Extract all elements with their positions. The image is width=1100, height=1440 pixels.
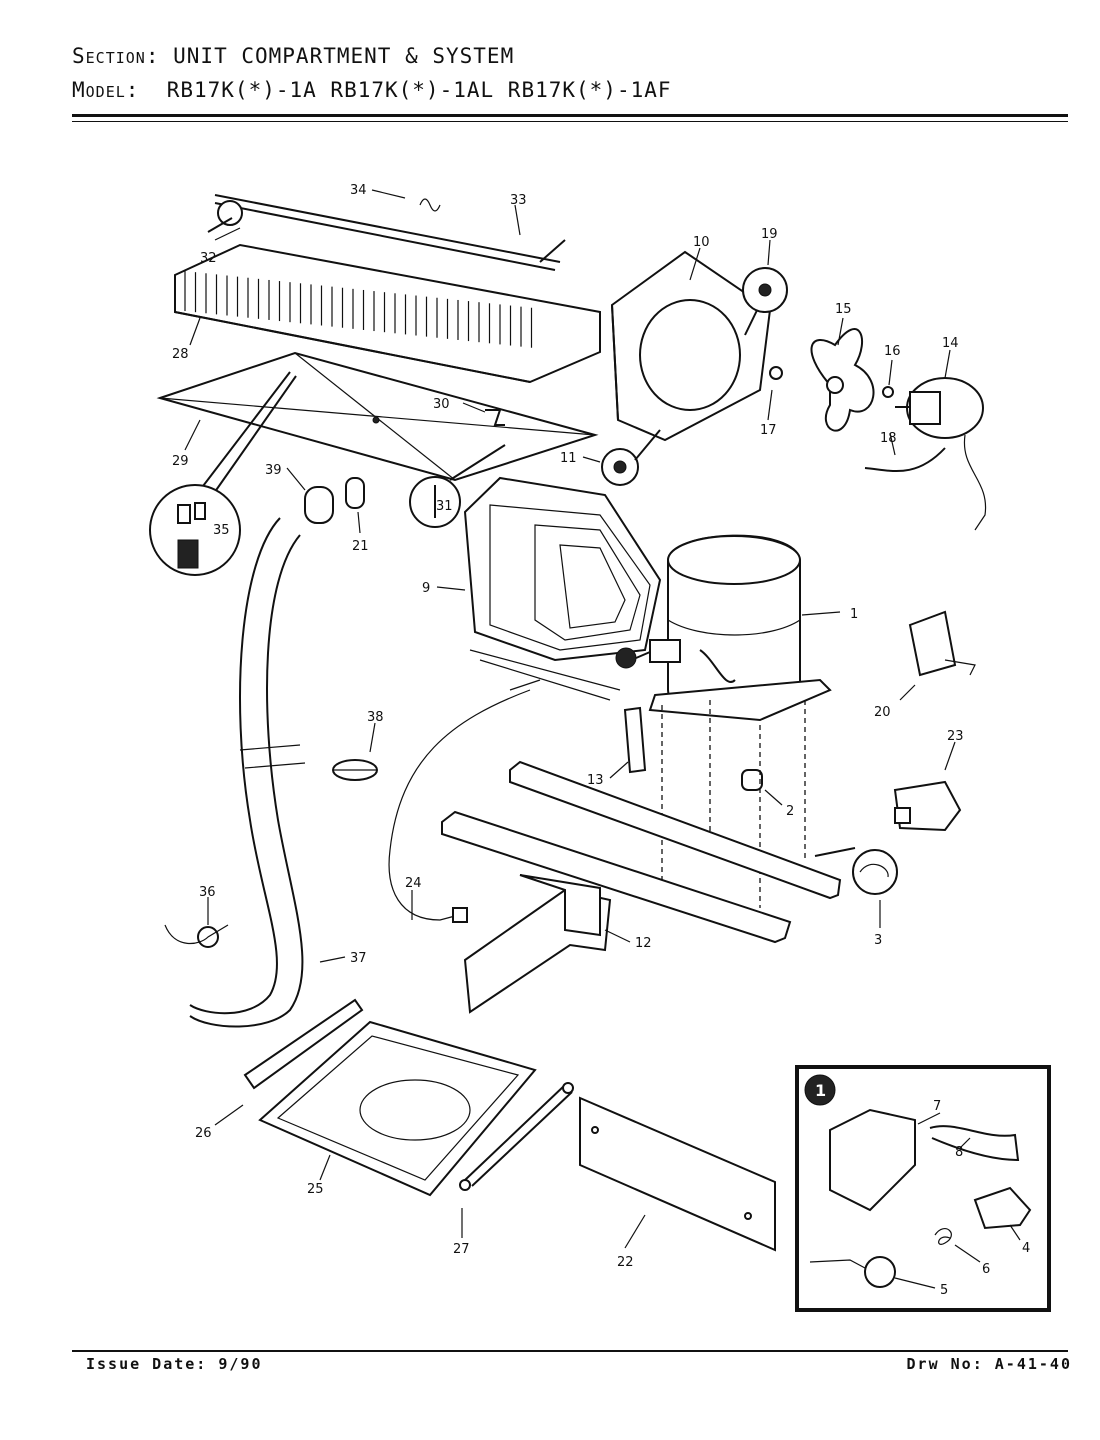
callout-32: 32 [200,251,217,266]
callout-4: 4 [1022,1241,1030,1256]
callout-9: 9 [422,581,430,596]
callout-18: 18 [880,431,897,446]
part-26-bracket [243,998,364,1090]
callout-2: 2 [786,804,794,819]
part-29-plate [156,351,599,482]
callout-22: 22 [617,1255,634,1270]
callout-20: 20 [874,705,891,720]
part-9-coil [463,476,662,662]
callout-5: 5 [940,1283,948,1298]
part-15-fan-blade [810,328,875,432]
callout-25: 25 [307,1182,324,1197]
callout-12: 12 [635,936,652,951]
part-17-washer [769,366,783,380]
part-39-grommet [304,486,334,524]
part-20-relay [908,610,976,677]
mounting-rails [441,760,842,944]
footer-rule [72,1350,1068,1352]
part-25-drain-pan [258,1020,537,1197]
callout-11: 11 [560,451,577,466]
part-27-rod [459,1082,574,1191]
callout-16: 16 [884,344,901,359]
part-2-grommet [741,769,763,791]
part-23-part [893,780,962,832]
part-4-relay [973,1186,1032,1230]
part-22-panel [579,1096,776,1252]
callout-19: 19 [761,227,778,242]
callout-33: 33 [510,193,527,208]
leader-lines [184,189,1021,1289]
model-line: Model: RB17K(*)-1A RB17K(*)-1AL RB17K(*)… [72,78,672,102]
part-37-tube [189,517,306,1028]
part-16-nut [882,386,894,398]
callout-29: 29 [172,454,189,469]
callout-30: 30 [433,397,450,412]
callout-8: 8 [955,1145,963,1160]
model-value: RB17K(*)-1A RB17K(*)-1AL RB17K(*)-1AF [166,78,672,102]
header-rule-thin [72,121,1068,122]
callout-31: 31 [436,499,453,514]
callout-3: 3 [874,933,882,948]
part-38-clamp [332,759,378,781]
part-12-bracket [463,874,612,1014]
model-key: Model: [72,78,140,102]
part-3-detail [814,847,898,895]
mounting-lines [661,700,806,908]
part-8-clip [929,1125,1020,1162]
section-title: Section: UNIT COMPARTMENT & SYSTEM [72,44,514,68]
part-24-power-cord [388,679,541,923]
part-7-cover [829,1108,916,1212]
part-36-fitting [164,924,229,948]
detail-marker-label: 1 [815,1081,826,1100]
callout-15: 15 [835,302,852,317]
callout-13: 13 [587,773,604,788]
callout-labels: 1 2 3 4 5 6 7 8 9 10 11 12 13 14 15 16 1… [172,183,1030,1298]
part-33-tube [207,194,566,271]
callout-36: 36 [199,885,216,900]
callout-10: 10 [693,235,710,250]
part-1-compressor [648,534,832,722]
part-18-tube [864,447,946,473]
callout-24: 24 [405,876,422,891]
part-6-spring [934,1228,952,1245]
callout-38: 38 [367,710,384,725]
part-13-drier [623,706,647,774]
callout-7: 7 [933,1099,941,1114]
callout-37: 37 [350,951,367,966]
detail-marker-1 [615,647,651,669]
issue-date: Issue Date: 9/90 [86,1355,263,1373]
part-30-clip [485,409,505,426]
part-10-shroud [610,250,772,442]
callout-35: 35 [213,523,230,538]
callout-39: 39 [265,463,282,478]
part-14-fan-motor [895,377,987,531]
callout-6: 6 [982,1262,990,1277]
callout-17: 17 [760,423,777,438]
part-19-detail [742,267,788,336]
part-5-protector [864,1256,896,1288]
callout-27: 27 [453,1242,470,1257]
section-key: Section: [72,44,160,68]
coil-tubing [469,649,621,701]
callout-1: 1 [850,607,858,622]
callout-28: 28 [172,347,189,362]
part-31-detail [409,444,506,528]
callout-34: 34 [350,183,367,198]
callout-21: 21 [352,539,369,554]
detail-box-1 [795,1065,1051,1312]
part-11-grommet [601,429,661,486]
section-value: UNIT COMPARTMENT & SYSTEM [173,44,515,68]
part-21-grommet [345,477,365,509]
callout-14: 14 [942,336,959,351]
header-rule [72,114,1068,117]
part-28-condenser [174,243,601,384]
drawing-number: Drw No: A-41-40 [906,1355,1072,1373]
part-35-detail [149,371,297,576]
callout-23: 23 [947,729,964,744]
callout-26: 26 [195,1126,212,1141]
